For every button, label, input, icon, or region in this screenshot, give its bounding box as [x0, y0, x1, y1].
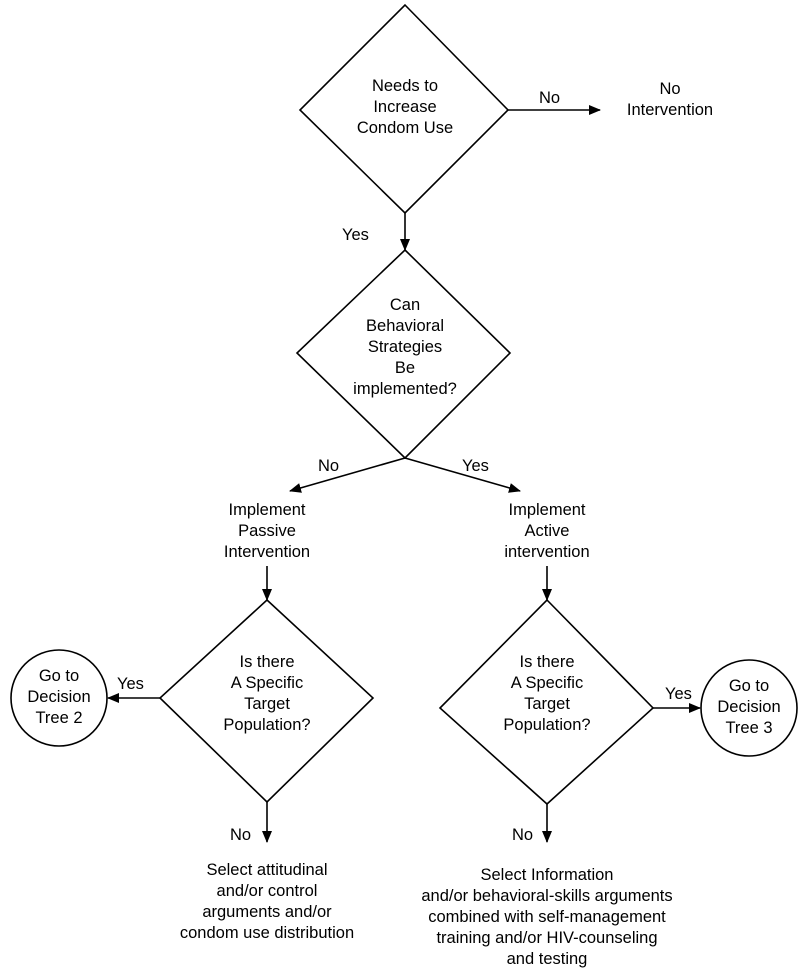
implement-active-intervention-text: Implement Active intervention	[504, 501, 590, 561]
decision-target-population-active-text: Is there A Specific Target Population?	[503, 653, 591, 734]
edge-label-d2-yes: Yes	[462, 457, 489, 475]
edge-label-d4-yes: Yes	[665, 685, 692, 703]
edge-label-d4-no: No	[512, 826, 534, 844]
decision-tree-2-text: Go to Decision Tree 2	[27, 667, 91, 727]
edge-label-d2-no: No	[318, 457, 340, 475]
edge-d2-active	[404, 457, 521, 493]
decision-tree-3-text: Go to Decision Tree 3	[717, 677, 781, 737]
no-intervention-text: No Intervention	[626, 80, 714, 119]
edge-label-d1-yes: Yes	[342, 226, 369, 244]
edge-d2-passive	[289, 457, 406, 493]
outcome-passive-text: Select attitudinal and/or control argume…	[179, 861, 355, 942]
edge-label-d3-no: No	[230, 826, 252, 844]
decision-target-population-passive-text: Is there A Specific Target Population?	[223, 653, 311, 734]
outcome-active-text: Select Information and/or behavioral-ski…	[421, 866, 673, 968]
edge-label-d1-no: No	[539, 89, 561, 107]
decision-needs-condom-use-text: Needs to Increase Condom Use	[356, 77, 454, 137]
implement-passive-intervention-text: Implement Passive Intervention	[223, 501, 311, 561]
edge-label-d3-yes: Yes	[117, 675, 144, 693]
decision-tree-3-circle	[700, 659, 798, 757]
decision-behavioral-strategies-text: Can Behavioral Strategies Be implemented…	[353, 296, 457, 398]
